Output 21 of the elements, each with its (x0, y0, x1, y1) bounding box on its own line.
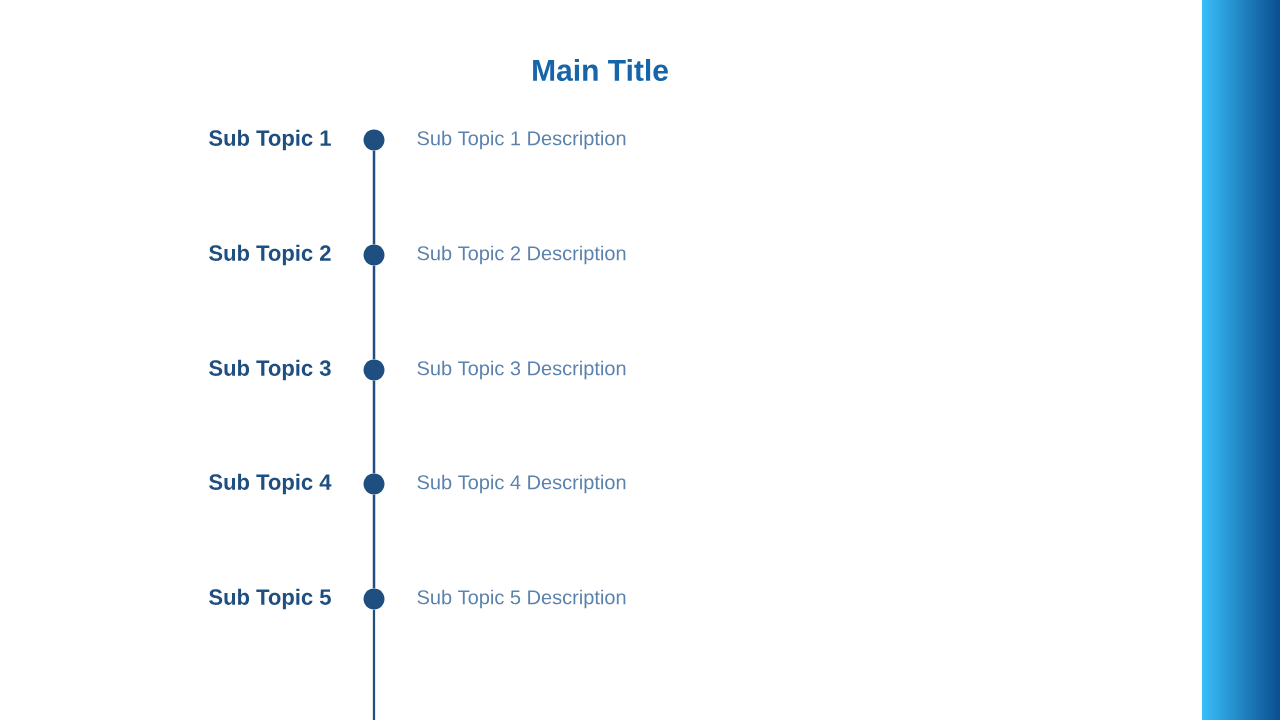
timeline-dot (363, 129, 385, 151)
timeline-dot (363, 244, 385, 266)
topic-label: Sub Topic 4 (209, 473, 332, 495)
timeline-line (372, 494, 376, 589)
topic-label: Sub Topic 5 (209, 588, 331, 610)
timeline-dot (363, 359, 385, 381)
timeline-line (372, 609, 376, 720)
topic-description: Sub Topic 4 Description (417, 474, 626, 494)
topic-description: Sub Topic 2 Description (417, 245, 626, 265)
topic-description: Sub Topic 5 Description (417, 589, 626, 609)
timeline-dot (363, 473, 385, 495)
topic-description: Sub Topic 3 Description (417, 360, 626, 380)
topic-label: Sub Topic 2 (209, 244, 331, 266)
title: Main Title (533, 59, 668, 81)
timeline-dot (363, 588, 385, 610)
timeline-line (372, 380, 376, 474)
timeline-line (372, 150, 376, 245)
timeline-line (372, 265, 376, 360)
topic-label: Sub Topic 1 (209, 129, 331, 151)
topic-description: Sub Topic 1 Description (417, 130, 626, 150)
topic-label: Sub Topic 3 (209, 359, 331, 381)
